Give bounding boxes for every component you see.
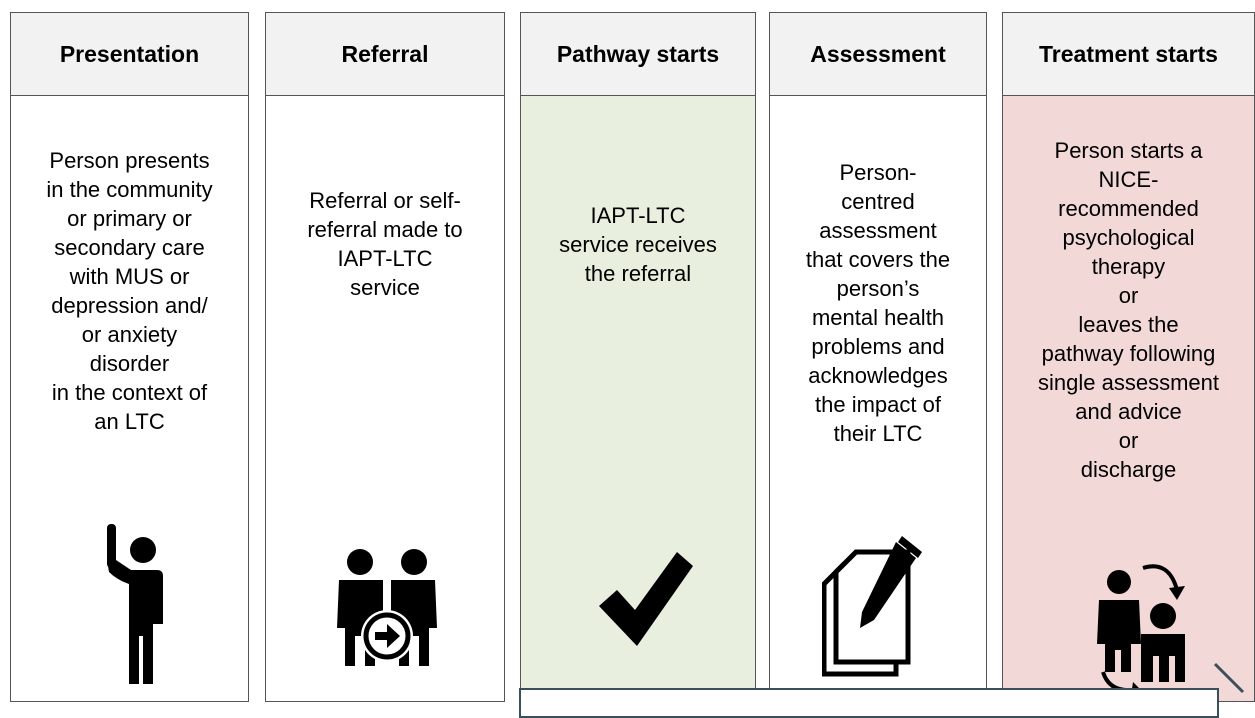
stage-description: Person- centred assessment that covers t… (805, 160, 951, 446)
checkmark-icon (599, 552, 693, 646)
stage-description: IAPT-LTC service receives the referral (559, 203, 717, 286)
stage-header: Treatment starts (1003, 13, 1254, 96)
stage-description: Person starts a NICE- recommended psycho… (1038, 138, 1219, 482)
stage-treatment-starts: Treatment starts Person starts a NICE- r… (1002, 12, 1255, 702)
stage-description: Referral or self- referral made to IAPT-… (307, 188, 463, 300)
overlay-callout-box (519, 688, 1219, 718)
stage-header: Presentation (11, 13, 248, 96)
stage-header: Pathway starts (521, 13, 755, 96)
stage-description: Person presents in the community or prim… (46, 148, 213, 434)
stage-presentation: Presentation Person presents in the comm… (10, 12, 249, 702)
person-raising-hand-icon (107, 524, 163, 684)
stage-referral: Referral Referral or self- referral made… (265, 12, 505, 702)
stage-pathway-starts: Pathway starts IAPT-LTC service receives… (520, 12, 756, 702)
two-people-cycle-arrows-icon (1097, 564, 1185, 694)
stage-header: Assessment (770, 13, 986, 96)
document-pencil-icon (822, 536, 922, 677)
arrow-shape-icon (1213, 662, 1245, 694)
stage-header: Referral (266, 13, 504, 96)
two-people-referral-arrow-icon (337, 549, 437, 666)
stage-assessment: Assessment Person- centred assessment th… (769, 12, 987, 702)
